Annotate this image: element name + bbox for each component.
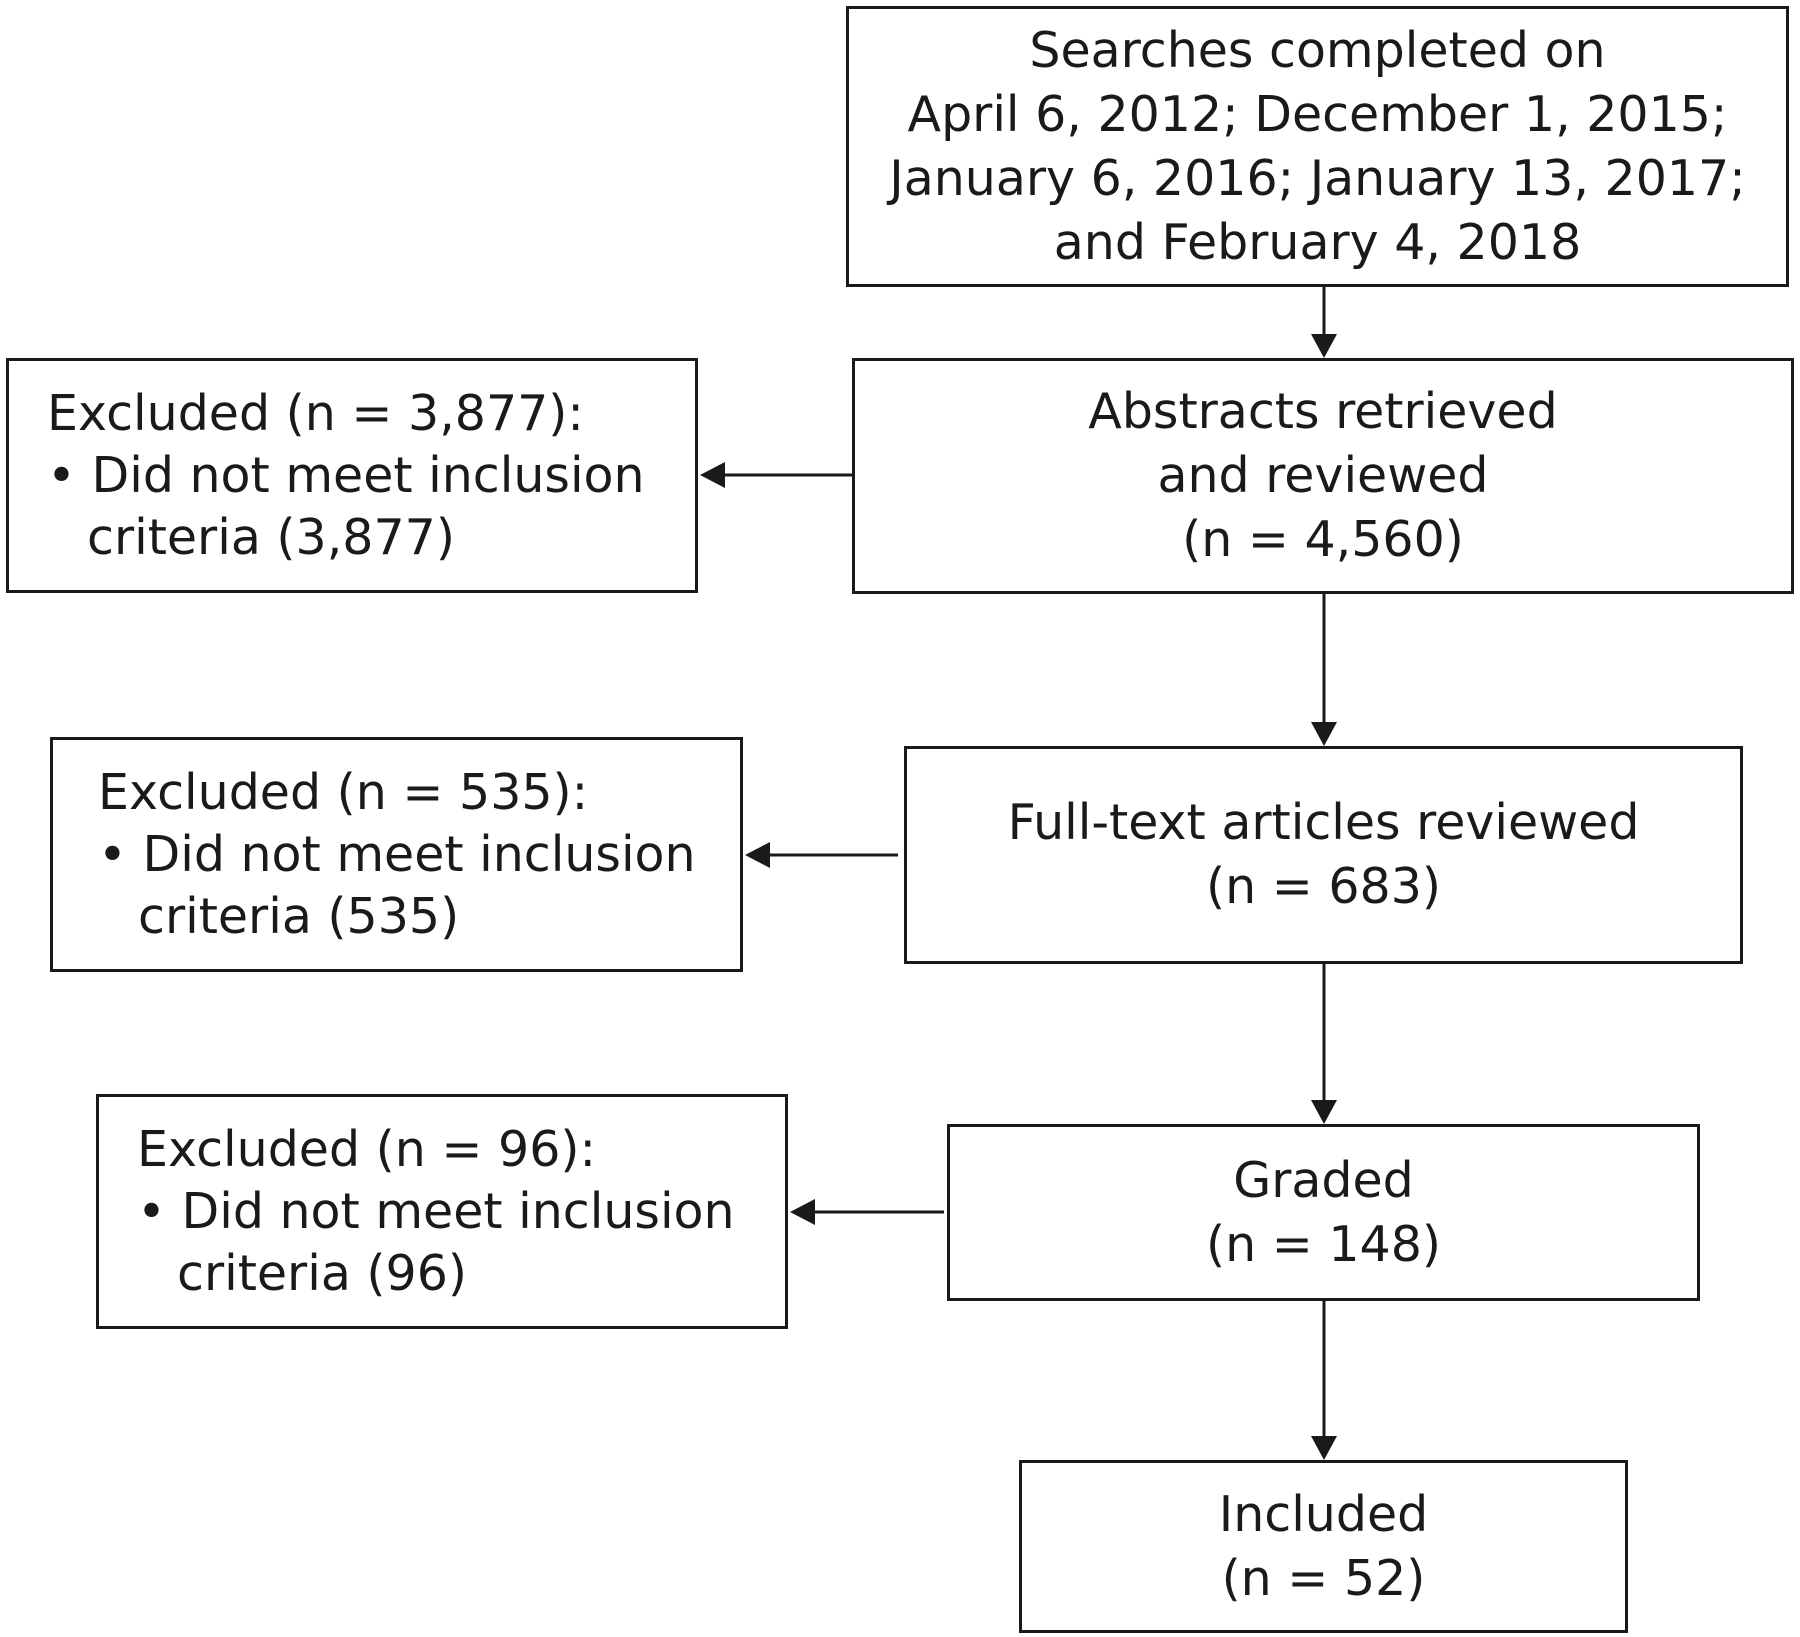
excluded-graded-bullet: • Did not meet inclusion <box>137 1182 735 1240</box>
abstracts-line-3: (n = 4,560) <box>1182 511 1464 568</box>
excluded-graded-heading: Excluded (n = 96): <box>137 1120 596 1178</box>
included-line-2: (n = 52) <box>1221 1549 1426 1607</box>
search-box: Searches completed on April 6, 2012; Dec… <box>846 6 1789 287</box>
included-line-1: Included <box>1218 1485 1429 1543</box>
search-line-4: and February 4, 2018 <box>1053 213 1582 271</box>
excluded-abstracts-heading: Excluded (n = 3,877): <box>47 384 584 442</box>
search-line-1: Searches completed on <box>1029 21 1606 79</box>
excluded-graded-continuation: criteria (96) <box>177 1244 468 1302</box>
search-line-2: April 6, 2012; December 1, 2015; <box>907 85 1728 143</box>
arrowhead-graded <box>1311 1100 1337 1124</box>
excluded-graded-box: Excluded (n = 96): • Did not meet inclus… <box>96 1094 788 1329</box>
fulltext-line-2: (n = 683) <box>1205 858 1442 915</box>
arrowhead-excluded-graded <box>790 1199 815 1225</box>
excluded-abstracts-continuation: criteria (3,877) <box>87 508 455 566</box>
graded-line-1: Graded <box>1233 1151 1414 1209</box>
graded-line-2: (n = 148) <box>1205 1215 1442 1273</box>
arrowhead-excluded-fulltext <box>745 842 770 868</box>
arrowhead-included <box>1311 1436 1337 1460</box>
excluded-abstracts-box: Excluded (n = 3,877): • Did not meet inc… <box>6 358 698 593</box>
included-box: Included (n = 52) <box>1019 1460 1628 1633</box>
abstracts-line-1: Abstracts retrieved <box>1088 383 1558 440</box>
excluded-fulltext-continuation: criteria (535) <box>138 887 460 945</box>
excluded-abstracts-bullet: • Did not meet inclusion <box>47 446 645 504</box>
graded-box: Graded (n = 148) <box>947 1124 1700 1301</box>
arrowhead-abstracts <box>1311 334 1337 358</box>
search-line-3: January 6, 2016; January 13, 2017; <box>889 149 1746 207</box>
fulltext-box: Full-text articles reviewed (n = 683) <box>904 746 1743 964</box>
excluded-fulltext-bullet: • Did not meet inclusion <box>98 825 696 883</box>
fulltext-line-1: Full-text articles reviewed <box>1007 794 1640 851</box>
abstracts-line-2: and reviewed <box>1157 447 1489 504</box>
abstracts-box: Abstracts retrieved and reviewed (n = 4,… <box>852 358 1794 594</box>
excluded-fulltext-box: Excluded (n = 535): • Did not meet inclu… <box>50 737 743 972</box>
arrowhead-excluded-abstracts <box>700 462 725 488</box>
arrowhead-fulltext <box>1311 722 1337 746</box>
excluded-fulltext-heading: Excluded (n = 535): <box>98 763 589 821</box>
